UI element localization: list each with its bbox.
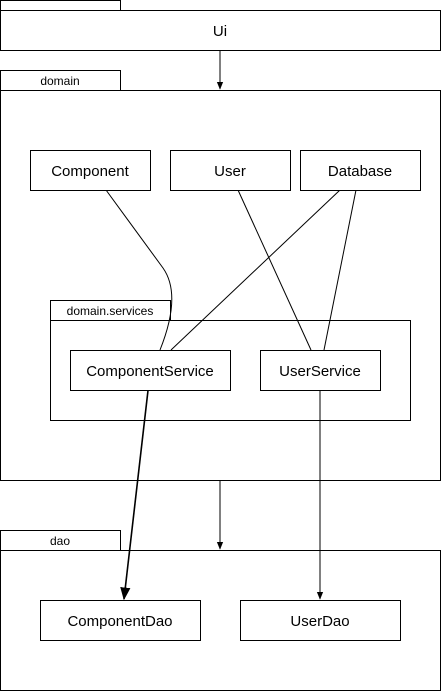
class-component[interactable]: Component <box>30 150 151 191</box>
class-database-box <box>300 150 421 191</box>
class-componentservice[interactable]: ComponentService <box>70 350 231 391</box>
class-user[interactable]: User <box>170 150 291 191</box>
package-ui-tab <box>0 0 121 11</box>
class-userdao-label: UserDao <box>290 613 349 630</box>
class-user-box <box>170 150 291 191</box>
class-database-label: Database <box>328 163 392 180</box>
package-dao-tab-label: dao <box>50 534 70 548</box>
class-userservice-label: UserService <box>279 363 361 380</box>
package-domain-tab-label: domain <box>40 74 79 88</box>
association-database-userservice <box>323 189 357 351</box>
class-componentservice-label: ComponentService <box>86 363 214 380</box>
package-services-tab-label: domain.services <box>67 304 154 318</box>
package-ui[interactable]: Ui <box>0 0 441 51</box>
class-userdao[interactable]: UserDao <box>240 600 401 641</box>
class-componentdao-box <box>40 600 201 641</box>
class-component-label: Component <box>51 163 129 180</box>
class-userservice-box <box>260 350 381 391</box>
class-componentservice-box <box>70 350 231 391</box>
class-component-box <box>30 150 151 191</box>
class-componentdao[interactable]: ComponentDao <box>40 600 201 641</box>
class-userdao-box <box>240 600 401 641</box>
association-database-componentservice <box>170 189 341 351</box>
dependency-componentservice-to-componentdao <box>120 390 149 601</box>
class-componentdao-label: ComponentDao <box>67 613 172 630</box>
class-user-label: User <box>214 163 246 180</box>
association-component-componentservice <box>105 189 173 351</box>
association-user-userservice <box>237 189 312 351</box>
package-domain-body <box>0 90 441 481</box>
package-ui-body <box>0 10 441 51</box>
package-ui-title: Ui <box>213 23 227 40</box>
class-database[interactable]: Database <box>300 150 421 191</box>
class-userservice[interactable]: UserService <box>260 350 381 391</box>
